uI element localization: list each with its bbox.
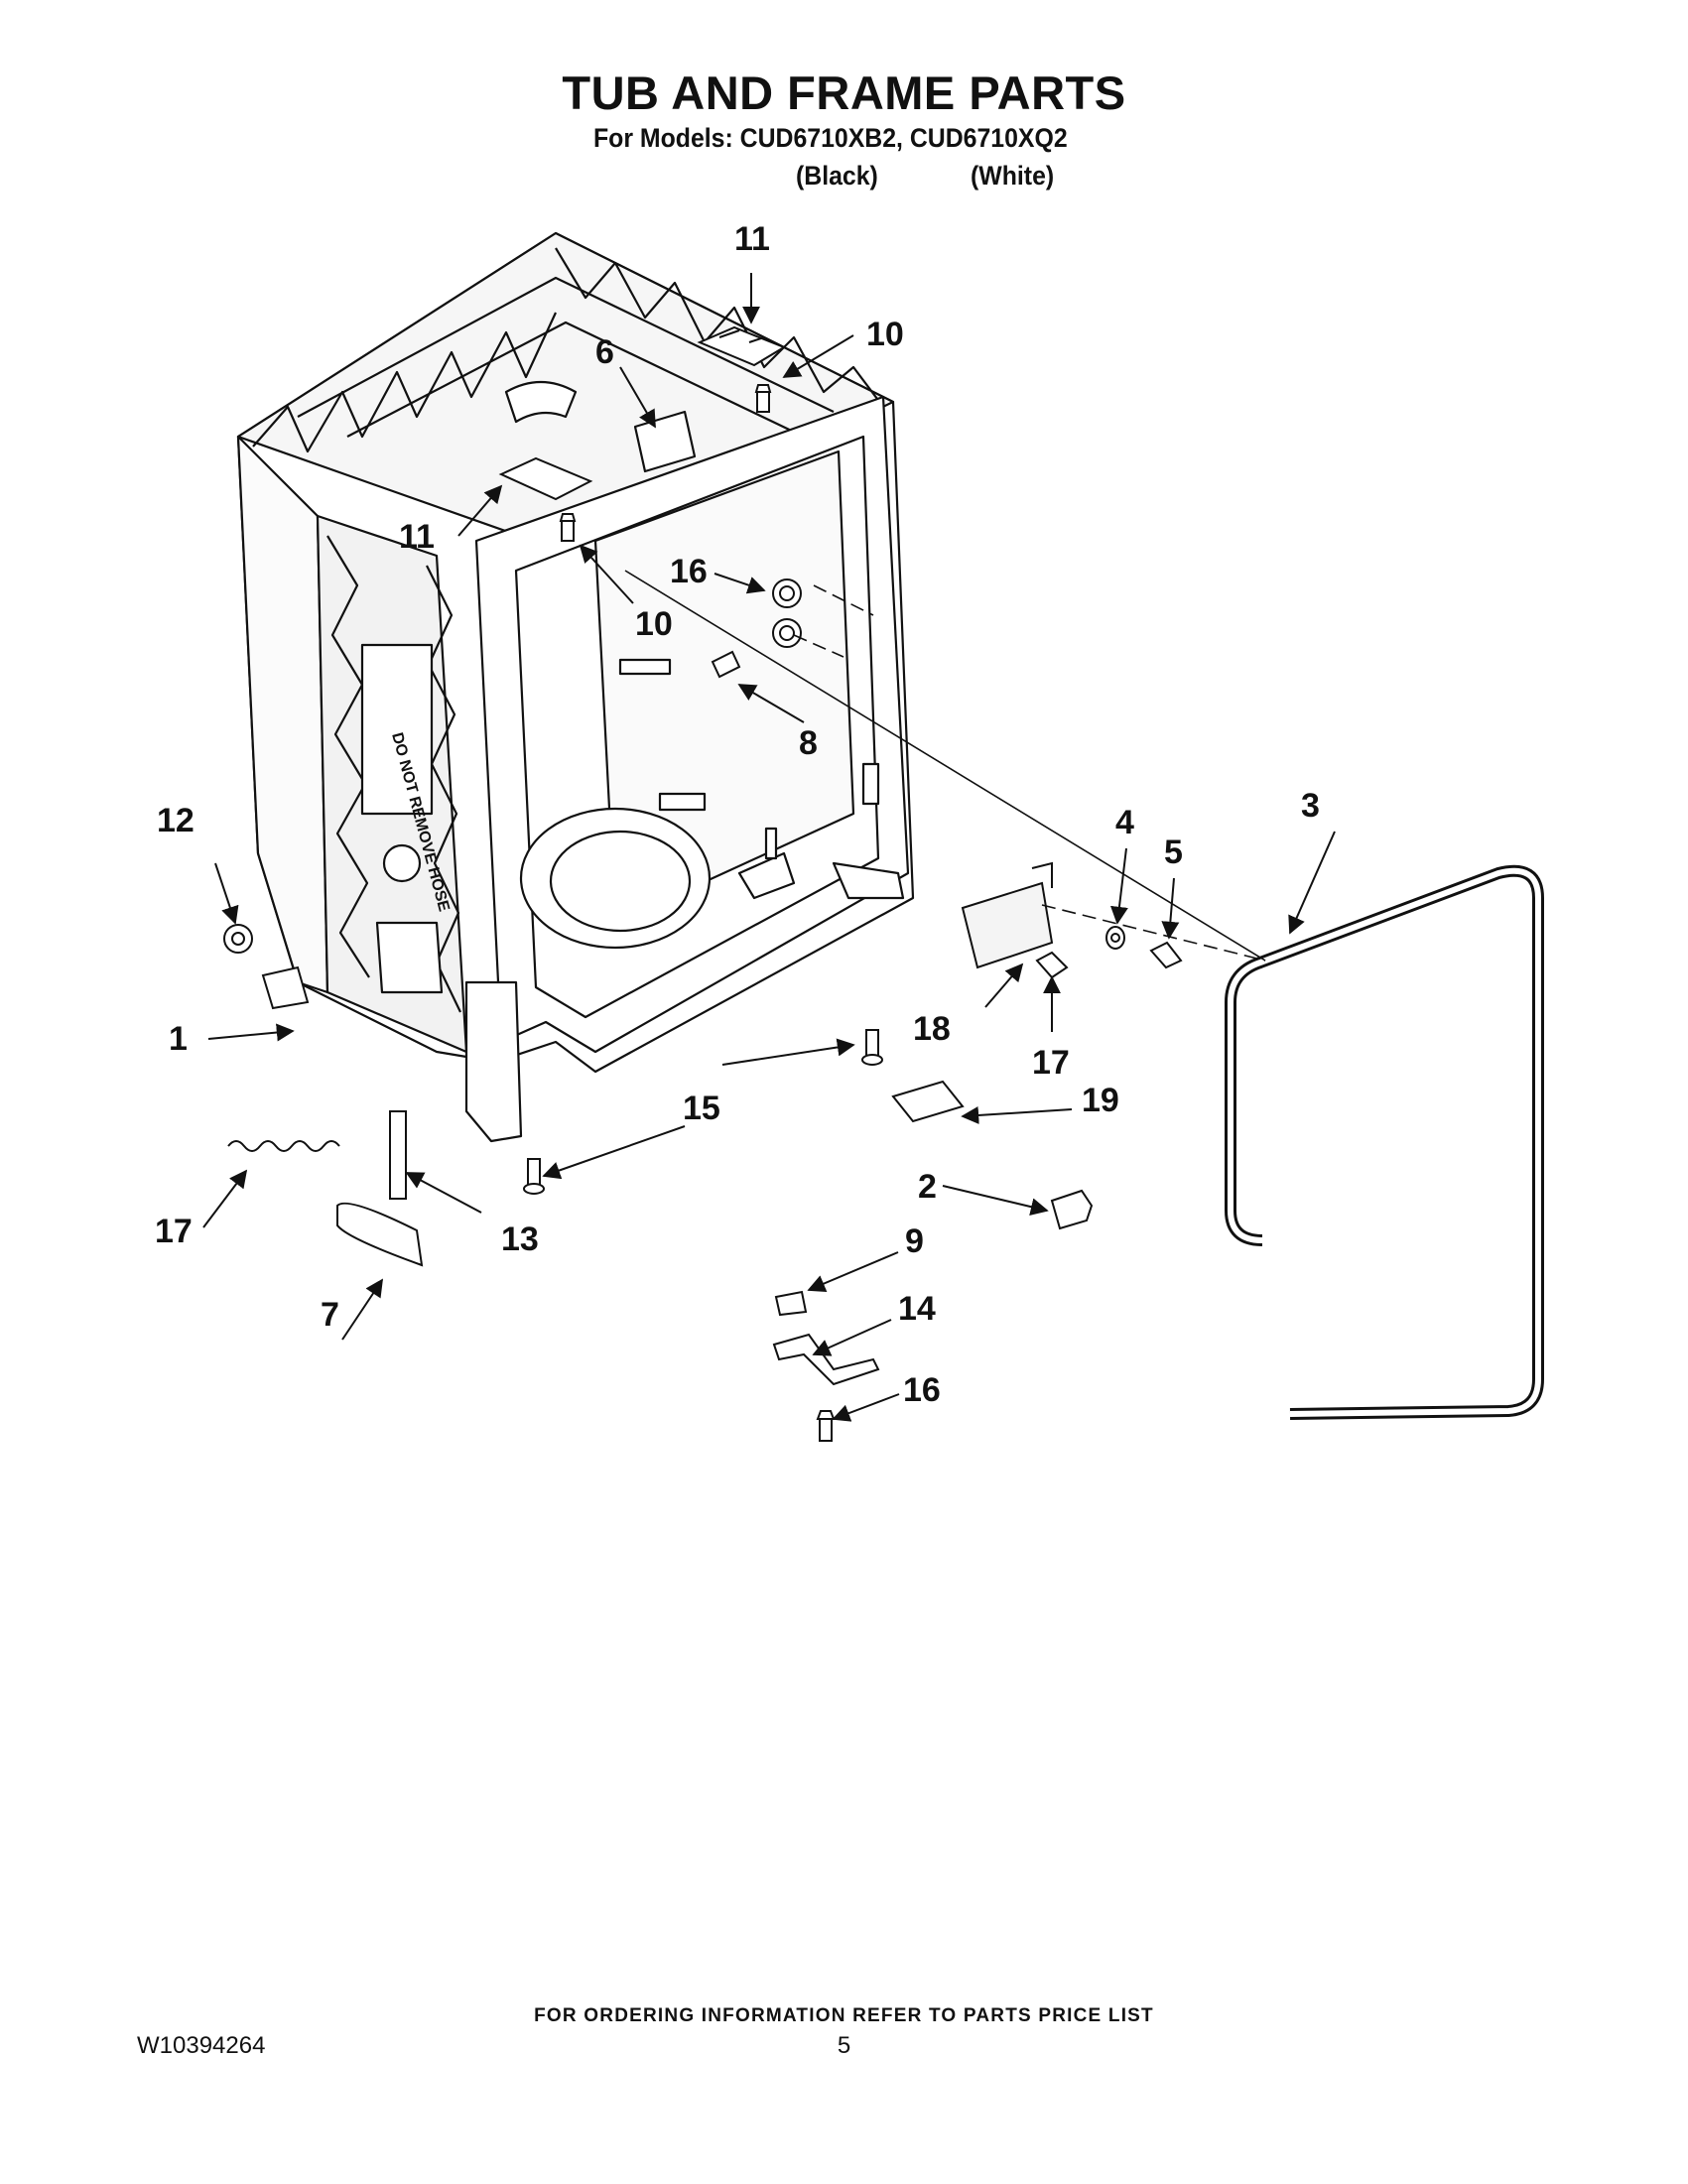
callout-6: 6 <box>595 333 614 371</box>
callout-15: 15 <box>683 1090 720 1127</box>
part-19-screw <box>1035 951 1069 979</box>
leader-arrows <box>202 273 1336 1422</box>
callout-5: 5 <box>1164 834 1183 871</box>
variant-white: (White) <box>971 161 1055 191</box>
part-21-clip <box>891 1080 965 1123</box>
variant-black: (Black) <box>796 161 878 191</box>
part-15-leveling-leg-2 <box>523 1158 545 1195</box>
part-14-grommet <box>223 924 253 954</box>
part-4-washer <box>1105 926 1125 950</box>
callout-numbers: 11 10 6 11 10 16 8 4 5 3 12 1 18 17 19 1… <box>155 220 1320 1409</box>
callout-4: 4 <box>1115 804 1134 841</box>
part-11-bracket-upper <box>697 325 787 367</box>
part-16-screw <box>816 1410 836 1442</box>
callout-2: 2 <box>918 1168 937 1206</box>
callout-13: 14 <box>898 1290 936 1328</box>
part-10-screw-lower <box>559 513 577 542</box>
document-number: W10394264 <box>137 2032 266 2059</box>
page-title: TUB AND FRAME PARTS <box>562 66 1126 119</box>
callout-11-top: 11 <box>734 220 770 258</box>
part-2-clip <box>1050 1189 1094 1230</box>
callout-10-left: 10 <box>635 605 673 643</box>
callout-14: 12 <box>157 802 195 839</box>
callout-7: 7 <box>321 1296 339 1334</box>
callout-12: 13 <box>501 1220 539 1258</box>
part-17-spring <box>227 1140 340 1152</box>
part-5-screw <box>1149 941 1183 969</box>
part-11-bracket-lower <box>498 456 593 501</box>
part-3-door-gasket <box>1225 864 1544 1420</box>
ordering-note: FOR ORDERING INFORMATION REFER TO PARTS … <box>534 2005 1154 2026</box>
part-8-screw <box>711 650 741 679</box>
part-13-bracket <box>772 1333 880 1386</box>
callout-3: 3 <box>1301 787 1320 825</box>
callout-16-label: 16 <box>903 1371 941 1409</box>
page-number: 5 <box>837 2032 851 2059</box>
part-12-strip <box>389 1110 407 1200</box>
callout-10-top: 10 <box>866 316 904 353</box>
callout-11-left: 11 <box>399 518 435 556</box>
callout-1: 1 <box>169 1020 188 1058</box>
alignment-lines <box>793 584 1266 962</box>
callout-8: 8 <box>799 724 818 762</box>
callout-19: 17 <box>1032 1044 1070 1082</box>
callout-18: 16 <box>670 553 708 590</box>
models-line: For Models: CUD6710XB2, CUD6710XQ2 <box>593 123 1068 153</box>
part-1-leveling-leg <box>261 965 310 1010</box>
tub-assembly <box>236 231 915 1143</box>
part-18-bumper <box>772 578 802 648</box>
part-10-screw-upper <box>754 384 772 413</box>
part-9-knob <box>774 1290 808 1317</box>
callout-17-label: 17 <box>155 1213 193 1250</box>
callout-21: 19 <box>1082 1082 1119 1119</box>
guide-line <box>624 570 1266 962</box>
part-15-leveling-leg <box>861 1029 883 1066</box>
callout-20: 18 <box>913 1010 951 1048</box>
part-20-bracket <box>961 861 1054 969</box>
callout-9: 9 <box>905 1222 924 1260</box>
part-7-pad <box>336 1202 424 1267</box>
